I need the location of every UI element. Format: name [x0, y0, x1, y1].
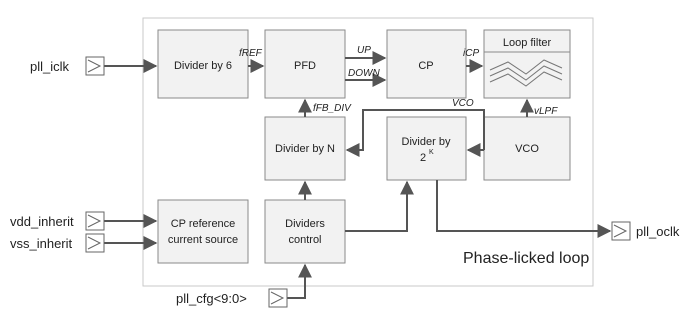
- divider-by-2k-label: Divider by: [402, 136, 451, 148]
- pll-title: Phase-licked loop: [463, 250, 589, 267]
- pll-iclk-pin[interactable]: [85, 56, 105, 76]
- signal-fb-div: fFB_DIV: [313, 103, 352, 114]
- vco-label: VCO: [515, 143, 539, 155]
- dividers-control-block[interactable]: Dividers control: [264, 199, 346, 264]
- pll-cfg-pin[interactable]: [268, 288, 288, 308]
- divider-by-2k-block[interactable]: Divider by 2 K: [386, 116, 467, 181]
- loop-filter-block[interactable]: Loop filter: [483, 29, 571, 99]
- cp-reference-block[interactable]: CP reference current source: [157, 199, 249, 264]
- port-vss-inherit-label: vss_inherit: [10, 236, 73, 251]
- port-pll-oclk-label: pll_oclk: [636, 224, 680, 239]
- cp-label: CP: [418, 60, 433, 72]
- port-pll-iclk-label: pll_iclk: [30, 59, 70, 74]
- pfd-label: PFD: [294, 60, 316, 72]
- vss-inherit-pin[interactable]: [85, 233, 105, 253]
- wire-pll-cfg: [287, 263, 312, 299]
- signal-down: DOWN: [348, 68, 380, 79]
- divider-by-6-block[interactable]: Divider by 6: [157, 29, 249, 99]
- vdd-inherit-pin[interactable]: [85, 211, 105, 231]
- divider-by-6-label: Divider by 6: [174, 60, 232, 72]
- divider-by-2k-exponent: K: [429, 149, 434, 156]
- cp-reference-label-line2: current source: [168, 234, 238, 246]
- wire-vco-to-divn: [345, 109, 485, 157]
- signal-icp: iCP: [463, 48, 479, 59]
- wire-pll-oclk: [436, 180, 612, 238]
- signal-fref: fREF: [239, 48, 263, 59]
- port-pll-cfg-label: pll_cfg<9:0>: [176, 291, 247, 306]
- wire-ctrl-to-div2k: [345, 180, 414, 232]
- cp-reference-label-line1: CP reference: [171, 218, 236, 230]
- signal-up: UP: [357, 45, 371, 56]
- vco-block[interactable]: VCO: [483, 116, 571, 181]
- signal-vlpf: vLPF: [534, 106, 558, 117]
- dividers-control-label-line1: Dividers: [285, 218, 325, 230]
- divider-by-2k-base: 2: [420, 152, 426, 164]
- signal-vco: VCO: [452, 98, 474, 109]
- pll-oclk-pin[interactable]: [611, 221, 631, 241]
- dividers-control-label-line2: control: [288, 234, 321, 246]
- filter-waveform-icon: [489, 59, 563, 87]
- port-vdd-inherit-label: vdd_inherit: [10, 214, 74, 229]
- divider-by-n-block[interactable]: Divider by N: [264, 116, 346, 181]
- pfd-block[interactable]: PFD: [264, 29, 346, 99]
- loop-filter-label: Loop filter: [503, 37, 552, 49]
- cp-block[interactable]: CP: [386, 29, 467, 99]
- divider-by-n-label: Divider by N: [275, 143, 335, 155]
